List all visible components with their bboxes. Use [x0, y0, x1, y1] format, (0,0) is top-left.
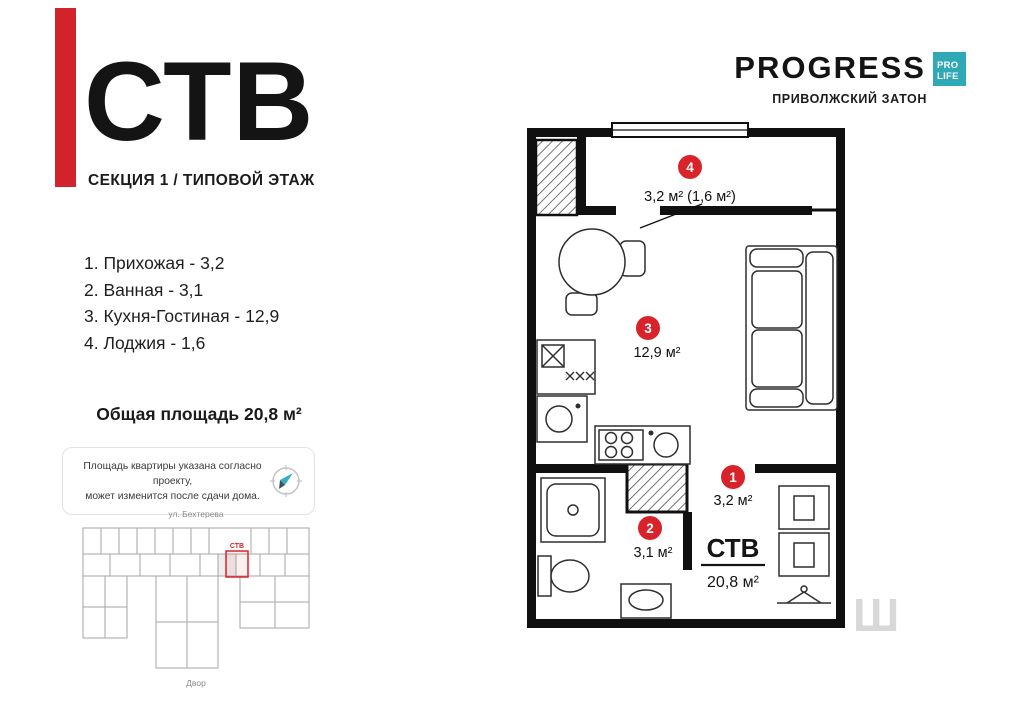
- disclaimer-text: Площадь квартиры указана согласно проект…: [77, 459, 268, 504]
- coat-hanger: [777, 585, 831, 604]
- room-legend: 1. Прихожая - 3,2 2. Ванная - 3,1 3. Кух…: [84, 250, 279, 356]
- toilet: [537, 555, 590, 597]
- apartment-floorplan: 4 3,2 м² (1,6 м²) 3 12,9 м² 2 3,1 м² 1 3…: [527, 122, 845, 628]
- svg-text:4: 4: [686, 160, 694, 175]
- shower: [540, 477, 606, 543]
- miniplan-building: [82, 527, 310, 669]
- room-area-2: 3,1 м²: [634, 545, 673, 561]
- room-marker-1: 1: [721, 465, 745, 489]
- room-legend-item-1: 1. Прихожая - 3,2: [84, 253, 225, 273]
- miniplan-unit-highlight: СТВ: [225, 543, 249, 578]
- section-subtitle: СЕКЦИЯ 1 / ТИПОВОЙ ЭТАЖ: [88, 172, 315, 189]
- loggia-leader-line: [639, 203, 703, 229]
- room-area-3: 12,9 м²: [633, 345, 680, 361]
- wardrobe: [778, 532, 830, 577]
- developer-logo: PROGRESS PRO LIFE: [734, 50, 966, 86]
- room-legend-item-2: 2. Ванная - 3,1: [84, 279, 204, 300]
- compass-icon: [270, 465, 302, 497]
- room-area-1: 3,2 м²: [714, 493, 753, 509]
- unit-name: СТВ: [707, 533, 760, 563]
- furniture: [536, 228, 838, 619]
- disclaimer-line-1: Площадь квартиры указана согласно проект…: [83, 460, 262, 487]
- disclaimer-line-2: может изменится после сдачи дома.: [85, 490, 260, 502]
- chair: [565, 292, 598, 316]
- logo-wordmark: PROGRESS: [734, 50, 926, 85]
- walls: [527, 128, 845, 628]
- window: [611, 122, 749, 138]
- dining-table: [558, 228, 626, 296]
- room-marker-3: 3: [636, 316, 660, 340]
- logo-pro-life-badge: PRO LIFE: [933, 52, 966, 86]
- unit-total-area: 20,8 м²: [707, 574, 760, 591]
- room-legend-item-4: 4. Лоджия - 1,6: [84, 332, 206, 353]
- badge-line-2: LIFE: [937, 70, 959, 82]
- disclaimer-box: Площадь квартиры указана согласно проект…: [62, 447, 315, 515]
- room-marker-2: 2: [638, 516, 662, 540]
- miniplan-unit-label: СТВ: [230, 543, 244, 550]
- kitchen-sink-unit: [536, 395, 588, 443]
- floor-overview-miniplan: СТВ: [82, 527, 310, 669]
- svg-text:1: 1: [729, 470, 737, 485]
- bath-sink: [620, 583, 672, 619]
- stove: [598, 429, 644, 461]
- badge-line-1: PRO: [937, 60, 959, 71]
- round-sink: [653, 432, 679, 458]
- shaft-hatch-bath: [625, 462, 689, 514]
- svg-text:3: 3: [644, 321, 652, 336]
- shaft-hatch-top: [534, 138, 579, 217]
- street-label: ул. Бехтерева: [168, 509, 224, 519]
- svg-text:2: 2: [646, 521, 654, 536]
- hob-marks: [565, 371, 595, 381]
- plan-labels: 4 3,2 м² (1,6 м²) 3 12,9 м² 2 3,1 м² 1 3…: [633, 155, 765, 591]
- layout-title: СТВ: [84, 39, 315, 164]
- room-marker-4: 4: [678, 155, 702, 179]
- watermark-glyph: Ш: [853, 589, 900, 641]
- room-legend-item-3: 3. Кухня-Гостиная - 12,9: [84, 306, 280, 326]
- project-location: ПРИВОЛЖСКИЙ ЗАТОН: [772, 92, 927, 106]
- yard-label: Двор: [186, 678, 206, 688]
- unit-title-block: СТВ 20,8 м²: [701, 533, 765, 591]
- wardrobe: [778, 485, 830, 530]
- room-area-4: 3,2 м² (1,6 м²): [644, 189, 736, 205]
- sofa: [745, 245, 838, 411]
- brand-accent-bar: [55, 8, 76, 187]
- total-area-label: Общая площадь 20,8 м²: [96, 404, 302, 424]
